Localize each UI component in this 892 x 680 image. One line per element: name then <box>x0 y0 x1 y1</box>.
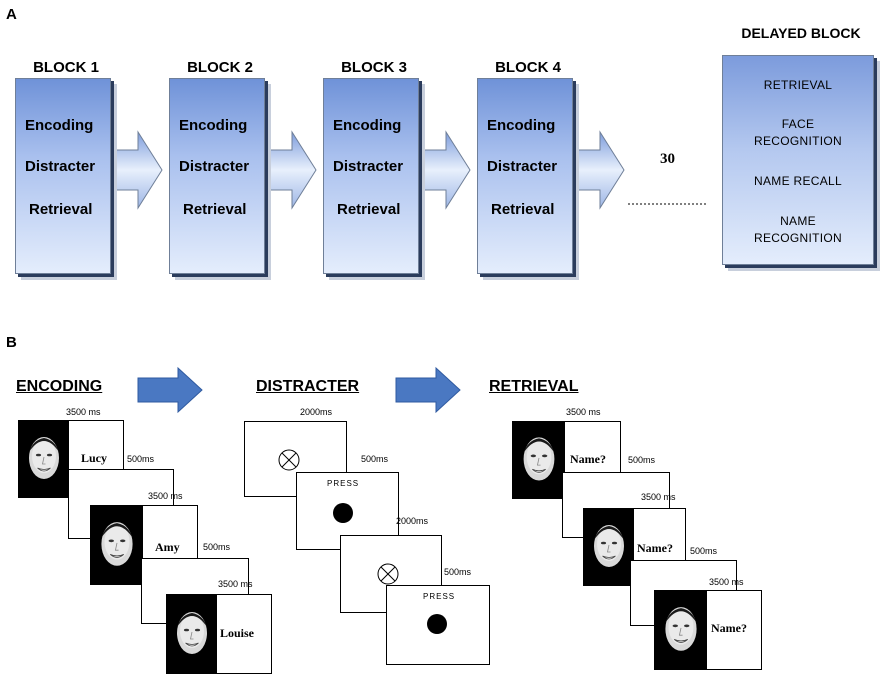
encoding-name-2: Amy <box>155 540 180 554</box>
face-image-5 <box>584 509 634 585</box>
distracter-1-cue-time: 2000ms <box>300 407 333 417</box>
arrow-block2-to-block3 <box>263 130 317 210</box>
block-2 <box>169 78 265 274</box>
distracter-press-frame-2: PRESS <box>386 585 490 665</box>
delayed-item-retrieval: RETRIEVAL <box>763 78 833 92</box>
retrieval-prompt-1: Name? <box>570 452 606 466</box>
encoding-frame-3: Louise <box>166 594 272 674</box>
encoding-2-face-time: 3500 ms <box>148 491 183 501</box>
phase-arrows <box>137 366 461 414</box>
retrieval-2-isi-time: 500ms <box>690 546 718 556</box>
block-3-item-retrieval: Retrieval <box>337 201 401 218</box>
delayed-item-name-recall: NAME RECALL <box>754 174 842 188</box>
block-3 <box>323 78 419 274</box>
block-1 <box>15 78 111 274</box>
delayed-item-name-recognition: NAME RECOGNITION <box>754 214 842 245</box>
arrow-encoding-to-distracter <box>137 366 203 414</box>
block-4 <box>477 78 573 274</box>
arrow-block1-to-block2 <box>109 130 163 210</box>
delayed-block-title: DELAYED BLOCK <box>741 25 861 41</box>
arrow-distracter-to-retrieval <box>395 366 461 414</box>
delayed-block <box>722 55 874 265</box>
arrow-block4-to-continuation <box>571 130 625 210</box>
encoding-3-face-time: 3500 ms <box>218 579 253 589</box>
delayed-item-face-recognition: FACE RECOGNITION <box>754 117 842 148</box>
black-dot-icon <box>333 503 353 523</box>
block-arrows <box>109 130 708 210</box>
encoding-1-face-time: 3500 ms <box>66 407 101 417</box>
distracter-2-isi-time: 500ms <box>444 567 472 577</box>
distracter-2-cue-time: 2000ms <box>396 516 429 526</box>
face-image-4 <box>513 422 565 498</box>
block-1-item-encoding: Encoding <box>25 117 94 134</box>
face-image-3 <box>167 595 217 673</box>
continuation-count: 30 <box>660 151 675 167</box>
face-image-2 <box>91 506 143 584</box>
panel-b-label: B <box>6 334 17 351</box>
retrieval-prompt-3: Name? <box>711 621 747 635</box>
retrieval-1-isi-time: 500ms <box>628 455 656 465</box>
encoding-2-isi-time: 500ms <box>203 542 231 552</box>
encoding-name-1: Lucy <box>81 451 108 465</box>
block-1-item-retrieval: Retrieval <box>29 201 93 218</box>
retrieval-3-face-time: 3500 ms <box>709 577 744 587</box>
retrieval-frame-3: Name? <box>654 590 762 670</box>
encoding-title: ENCODING <box>16 378 103 395</box>
block-2-item-distracter: Distracter <box>179 158 250 175</box>
block-3-item-encoding: Encoding <box>333 117 402 134</box>
block-4-item-distracter: Distracter <box>487 158 558 175</box>
panel-a-label: A <box>6 6 17 23</box>
circle-x-icon <box>278 449 300 471</box>
block-2-item-encoding: Encoding <box>179 117 248 134</box>
retrieval-title: RETRIEVAL <box>489 378 579 395</box>
face-image-6 <box>655 591 707 669</box>
block-1-title: BLOCK 1 <box>33 59 99 76</box>
block-1-item-distracter: Distracter <box>25 158 96 175</box>
press-label-2: PRESS <box>423 592 456 601</box>
block-4-title: BLOCK 4 <box>495 59 561 76</box>
block-2-title: BLOCK 2 <box>187 59 253 76</box>
retrieval-1-face-time: 3500 ms <box>566 407 601 417</box>
block-4-item-encoding: Encoding <box>487 117 556 134</box>
face-image-1 <box>19 421 69 497</box>
distracter-1-isi-time: 500ms <box>361 454 389 464</box>
retrieval-prompt-2: Name? <box>637 541 673 555</box>
block-3-item-distracter: Distracter <box>333 158 404 175</box>
distracter-title: DISTRACTER <box>256 378 360 395</box>
retrieval-2-face-time: 3500 ms <box>641 492 676 502</box>
press-label-1: PRESS <box>327 479 360 488</box>
black-dot-icon <box>427 614 447 634</box>
block-2-item-retrieval: Retrieval <box>183 201 247 218</box>
encoding-1-isi-time: 500ms <box>127 454 155 464</box>
arrow-block3-to-block4 <box>417 130 471 210</box>
circle-x-icon <box>377 563 399 585</box>
block-3-title: BLOCK 3 <box>341 59 407 76</box>
encoding-name-3: Louise <box>220 626 255 640</box>
block-4-item-retrieval: Retrieval <box>491 201 555 218</box>
